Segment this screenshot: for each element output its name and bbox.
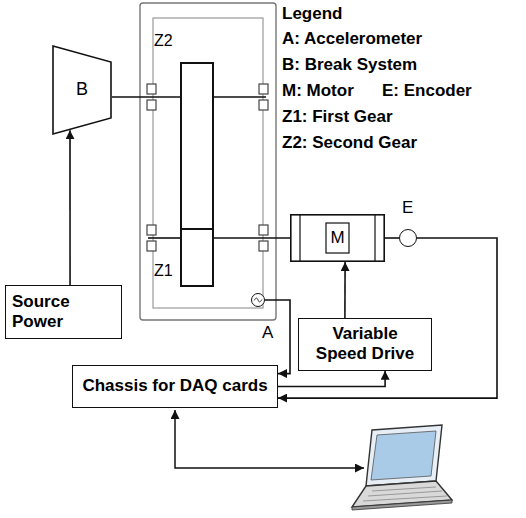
encoder: E: [399, 229, 417, 247]
bearing: [259, 225, 268, 235]
laptop-lid: [366, 425, 442, 486]
drive-box: Variable Speed Drive: [298, 318, 432, 371]
box-text: M: [330, 228, 344, 248]
laptop-screen: [371, 431, 436, 480]
bearing: [147, 225, 156, 235]
gearbox-housing: [140, 3, 276, 320]
sensor-wave: [254, 298, 262, 302]
laptop-edge: [352, 500, 452, 510]
motor-body: [291, 215, 384, 261]
usb-link: [175, 410, 364, 468]
legend-entry: M: Motor: [282, 81, 354, 101]
gear-z2: Z2: [180, 62, 214, 230]
bearings: [147, 84, 268, 251]
box-text: Source Power: [12, 292, 98, 333]
part-label: Z2: [154, 31, 173, 50]
bearing: [259, 84, 268, 94]
upper-shaft: [214, 96, 266, 98]
legend-text: Z1: First Gear: [282, 107, 393, 126]
legend-entry: A: Accelerometer: [282, 29, 422, 49]
box-text: Variable Speed Drive: [305, 324, 425, 365]
bearing: [259, 100, 268, 110]
legend-text: B: Break System: [282, 55, 417, 74]
part-label: Z1: [154, 261, 173, 280]
legend-entry: Z1: First Gear: [282, 107, 393, 127]
signal-arrow: [278, 371, 385, 387]
source-power-box: Source Power: [5, 285, 122, 339]
bearing: [147, 241, 156, 251]
legend-heading: Legend: [282, 4, 342, 24]
bearing: [147, 100, 156, 110]
shaft-line: [385, 237, 399, 239]
bearing: [259, 241, 268, 251]
daq-chassis-box: Chassis for DAQ cards: [72, 365, 278, 408]
shaft-line: [214, 237, 290, 239]
shaft-line: [112, 96, 180, 98]
lower-shaft: [148, 237, 180, 239]
laptop-keys: [363, 487, 447, 501]
motor: M: [290, 214, 385, 262]
legend-entry: E: Encoder: [382, 81, 472, 101]
signal-arrow: [69, 130, 71, 285]
motor-endcaps: [300, 215, 375, 261]
legend-text: E: Encoder: [382, 81, 472, 100]
legend-entry: B: Break System: [282, 55, 417, 75]
gearbox-inner-wall: [153, 18, 263, 308]
accelerometer: A: [251, 293, 265, 307]
bearing: [147, 84, 156, 94]
gear-z1: Z1: [180, 228, 214, 287]
laptop: [352, 425, 452, 510]
legend-text: A: Accelerometer: [282, 29, 422, 48]
brake-system: B: [52, 45, 112, 135]
legend-text: Z2: Second Gear: [282, 133, 417, 152]
box-text: Chassis for DAQ cards: [82, 376, 267, 396]
part-label: E: [402, 198, 413, 218]
part-label: A: [262, 323, 273, 343]
signal-arrow: [344, 262, 346, 318]
sensor-symbol: [252, 294, 264, 306]
motor-core: [326, 223, 349, 253]
signal-arrow: [278, 238, 497, 398]
brake-body: [53, 46, 111, 134]
legend-text: M: Motor: [282, 81, 354, 100]
legend-entry: Z2: Second Gear: [282, 133, 417, 153]
box-text: B: [76, 79, 88, 101]
